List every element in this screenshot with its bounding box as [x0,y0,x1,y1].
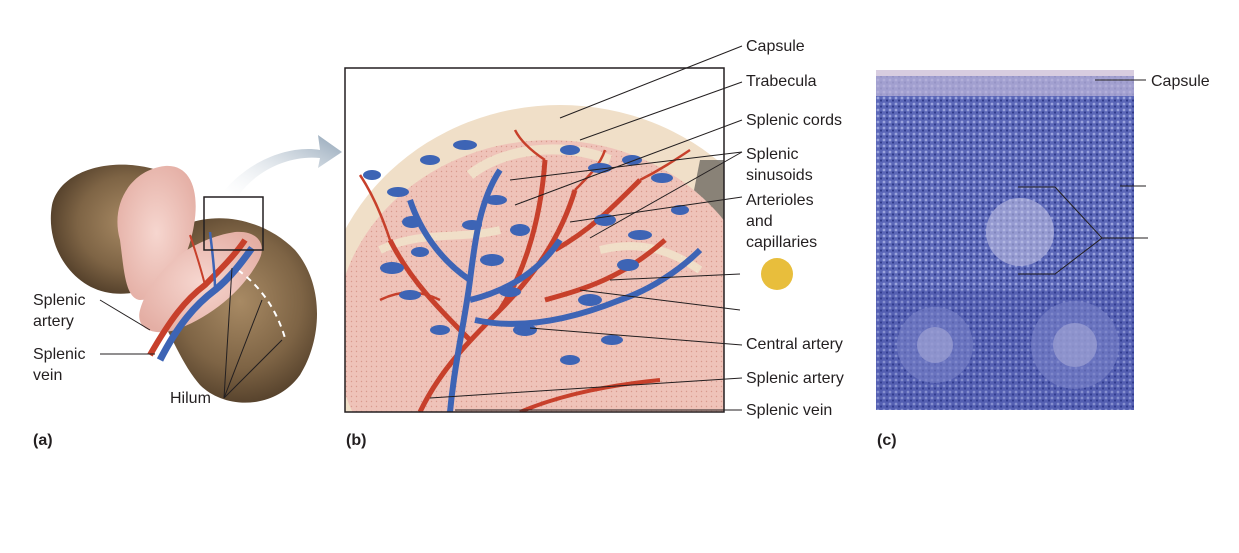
label-line: and [746,213,773,230]
sinusoid-blob [462,220,482,230]
label-b-splenic-sinusoids: Splenic sinusoids [746,144,813,186]
leader-line [514,119,743,206]
leader-line [569,196,743,223]
white-pulp-nodule [986,198,1054,266]
label-a-splenic-vein: Splenic vein [33,344,85,386]
sinusoid-blob [578,294,602,306]
sinusoid-blob [411,247,429,257]
hilum-dashed-line [237,269,286,339]
label-line: Splenic [746,146,799,163]
spleen-whole-illustration [50,135,342,403]
label-line: Splenic [33,292,86,309]
leader-line [429,377,743,399]
sinusoid-blob [671,205,689,215]
sinusoid-blob [622,155,642,165]
zoom-arrow [225,135,342,196]
yellow-marker-dot [761,258,793,290]
leader-line [579,81,743,141]
leader-line [529,327,743,346]
inset-box-a [203,196,264,251]
splenic-artery-vessel [147,238,248,357]
splenic-artery-branch [519,378,661,412]
leader-line [579,289,741,311]
sinusoid-blob [453,140,477,150]
sinusoid-blob [560,145,580,155]
vessel-branch [189,234,206,286]
sinusoid-blob [485,195,507,205]
sinusoid-blob [617,259,639,271]
sinusoid-blob [480,254,504,266]
sinusoid-blob [399,290,421,300]
leader-line [223,339,283,399]
label-b-splenic-vein: Splenic vein [746,402,833,419]
sinusoid-blob [628,230,652,240]
micrograph-leader-lines [1018,79,1148,275]
white-pulp-nodule [917,327,953,363]
panel-label-b: (b) [346,432,367,449]
sinusoid-blob [513,324,537,336]
sinusoid-blob [594,214,616,226]
label-a-splenic-artery: Splenic artery [33,290,85,332]
sinusoid-blob [380,262,404,274]
panel-label-a: (a) [33,432,53,449]
section-frame [344,67,725,413]
sinusoid-blob [510,224,530,236]
leader-line [559,45,743,119]
sinusoid-blob [651,173,673,183]
histology-micrograph [876,70,1148,410]
sinusoid-blob [420,155,440,165]
label-a-hilum: Hilum [170,390,211,407]
spleen-section-illustration [344,45,743,413]
splenic-vein-vessel [156,245,255,362]
sinusoid-blob [402,216,422,228]
micrograph-capsule-edge [876,70,1134,76]
vessel-branch [208,231,217,291]
label-line: capillaries [746,234,818,251]
leader-line [223,267,233,399]
label-b-central-artery: Central artery [746,336,843,353]
sinusoid-blob [430,325,450,335]
panel-label-c: (c) [877,432,897,449]
sinusoid-blob [499,287,521,297]
label-line: vein [33,367,63,384]
label-b-splenic-cords: Splenic cords [746,112,843,129]
micrograph-lower-area [876,290,1134,410]
sinusoid-blob [363,170,381,180]
sinusoid-blob [560,355,580,365]
label-c-capsule: Capsule [1151,73,1210,90]
leader-line [99,299,151,331]
label-line: sinusoids [746,167,813,184]
section-leader-lines [429,45,743,411]
label-line: artery [33,313,74,330]
leader-line [609,273,741,281]
leader-line [509,151,743,181]
red-pulp [345,140,724,412]
sinusoid-blob [601,335,623,345]
label-b-capsule: Capsule [746,38,805,55]
white-pulp-nodule [1053,323,1097,367]
sinusoid-blob [387,187,409,197]
splenic-vein-branches [407,168,703,412]
leader-line [223,299,263,399]
label-b-trabecula: Trabecula [746,73,817,90]
label-line: Arterioles [746,192,814,209]
label-b-splenic-artery: Splenic artery [746,370,844,387]
splenic-sinusoids [363,140,689,365]
label-line: Splenic [33,346,86,363]
leader-line [589,151,743,239]
label-b-arterioles-capillaries: Arterioles and capillaries [746,190,817,253]
